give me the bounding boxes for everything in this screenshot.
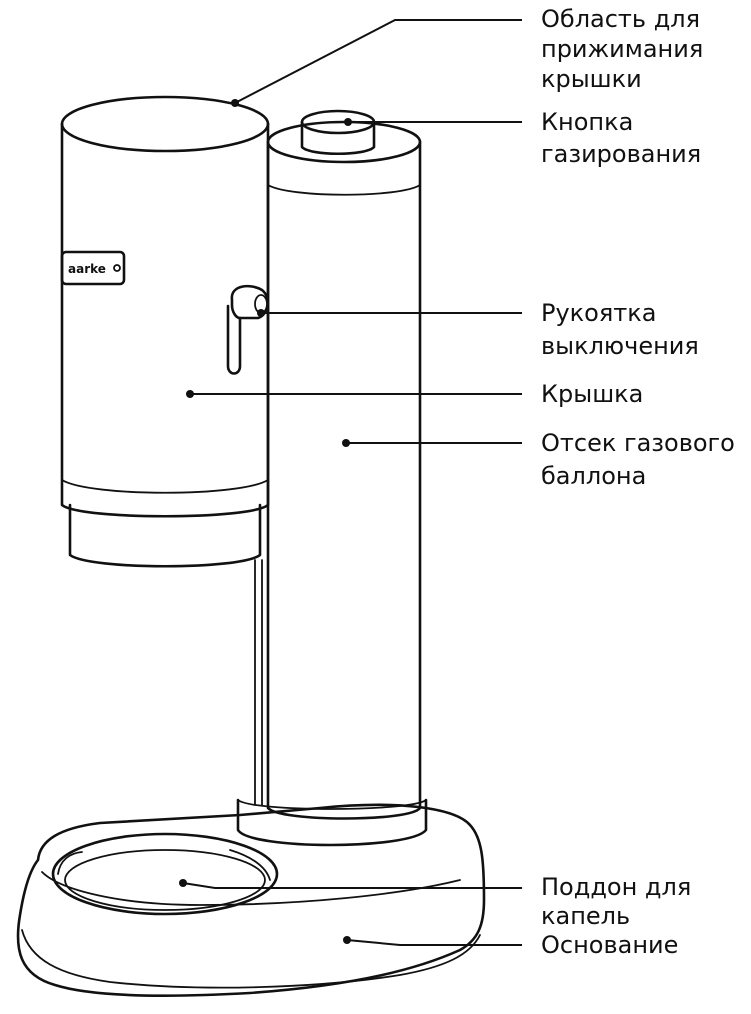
lid-shape xyxy=(60,95,270,568)
leader-dot xyxy=(342,439,350,447)
label-release-handle: Рукоятка выключения xyxy=(541,299,699,360)
callout-labels: Область для прижимания крышки Кнопка газ… xyxy=(541,5,742,959)
pedestal-shape xyxy=(236,798,428,847)
brand-label: aarke xyxy=(68,262,106,276)
leader-base xyxy=(346,939,522,946)
leader-dot xyxy=(343,936,351,944)
label-lid-press-area: Область для прижимания крышки xyxy=(541,5,711,93)
label-carbonation-button: Кнопка газирования xyxy=(541,108,701,168)
leader-dot xyxy=(179,879,187,887)
leader-drip-tray xyxy=(182,882,522,889)
carbonation-button-shape xyxy=(300,109,376,155)
label-base: Основание xyxy=(541,931,678,959)
leader-lines xyxy=(179,19,522,946)
drip-tray-shape xyxy=(51,832,279,916)
device-illustration: aarke xyxy=(16,95,486,997)
label-gas-cylinder-compartment: Отсек газового баллона xyxy=(541,429,742,490)
leader-dot xyxy=(231,99,239,107)
leader-lid-press-area xyxy=(234,19,522,104)
release-handle-shape xyxy=(226,284,270,375)
label-drip-tray: Поддон для капель xyxy=(541,873,699,930)
brand-badge: aarke xyxy=(60,250,126,286)
leader-dot xyxy=(186,390,194,398)
leader-dot xyxy=(344,118,352,126)
label-lid: Крышка xyxy=(541,380,643,408)
leader-dot xyxy=(257,309,265,317)
gas-cylinder-column xyxy=(254,120,422,820)
